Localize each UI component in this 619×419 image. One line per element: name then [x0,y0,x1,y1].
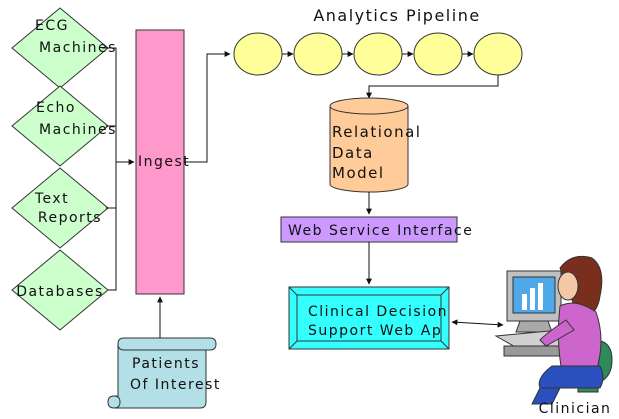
web-app-line2: Support Web Ap [308,323,442,339]
source-connectors [102,47,135,291]
patients-of-interest: Patients Of Interest [107,337,221,409]
pipeline-title: Analytics Pipeline [313,6,480,25]
patients-line1: Patients [132,356,200,372]
pipeline-stage [473,32,523,76]
ingest-bar: Ingest [135,29,190,295]
source-echo-machines: Echo Machines [11,85,117,167]
source-databases: Databases [11,249,109,331]
ingest-to-pipeline-arrow [184,51,231,163]
clinician-illustration [494,255,613,405]
pipeline-stage [353,32,403,76]
source-databases-label: Databases [16,284,104,300]
data-model-line2: Data [332,144,374,162]
source-ecg-machines: ECG Machines [11,7,117,89]
pipeline-stage [413,32,463,76]
web-service-interface: Web Service Interface [280,216,473,243]
clinical-decision-support-app: Clinical Decision Support Web Ap [288,286,450,350]
source-ecg-line1: ECG [35,18,69,34]
ingest-label: Ingest [138,154,190,170]
source-text-line1: Text [34,191,69,207]
patients-line2: Of Interest [130,377,221,393]
data-model-line3: Model [332,164,385,182]
relational-data-model: Relational Data Model [329,97,421,193]
web-service-label: Web Service Interface [288,223,473,239]
source-echo-line2: Machines [39,122,117,138]
pipeline-stage [233,32,283,76]
pipeline-to-model-arrow [366,75,499,99]
source-text-line2: Reports [38,210,102,226]
source-text-reports: Text Reports [11,167,109,249]
pipeline-stage [293,32,343,76]
source-echo-line1: Echo [36,100,76,116]
app-clinician-arrow [451,319,504,328]
source-ecg-line2: Machines [39,40,117,56]
data-model-line1: Relational [332,123,421,141]
clinician-label: Clinician [539,401,612,417]
web-app-line1: Clinical Decision [308,304,448,320]
pipeline-stages [233,32,523,76]
